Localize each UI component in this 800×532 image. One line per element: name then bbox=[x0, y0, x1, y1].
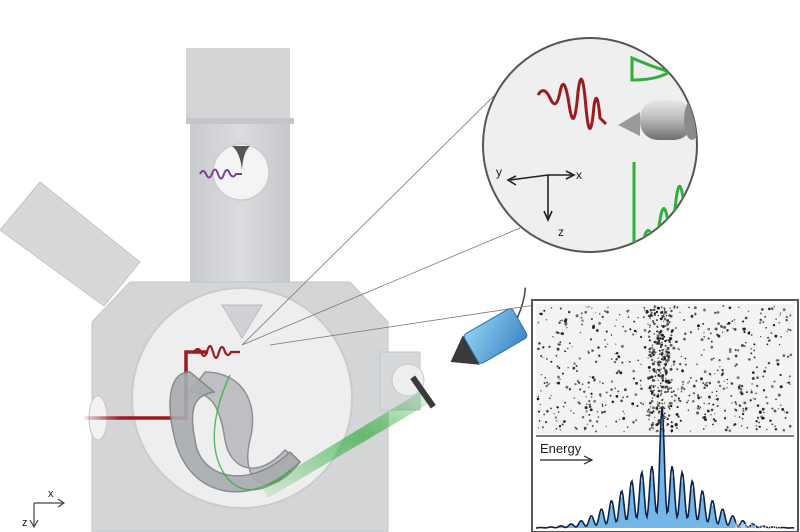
spectrum-line bbox=[536, 407, 794, 529]
zoom-line-upper bbox=[241, 79, 511, 346]
vacuum-chamber bbox=[0, 48, 425, 532]
electron-beam-diagonal bbox=[262, 392, 428, 498]
spectrum-fill bbox=[536, 426, 794, 528]
zoom-laser-pulse bbox=[536, 77, 608, 130]
zoom-axis-x-label: x bbox=[576, 168, 582, 182]
laser-pulse-wave bbox=[193, 344, 240, 360]
uv-pulse-wave bbox=[199, 168, 242, 180]
corner-axis-z-label: z bbox=[22, 517, 28, 529]
zoom-line-to-plot bbox=[269, 304, 536, 346]
narrow-spectrum-curve bbox=[630, 55, 697, 82]
extractor-cone bbox=[221, 304, 263, 339]
watermark: ElecTRonic bbox=[735, 521, 782, 531]
zoom-circle bbox=[482, 37, 698, 253]
energy-spectrum bbox=[536, 407, 794, 529]
electron-gun-tip-icon bbox=[232, 146, 250, 170]
detector-panel: Energy ElecTRonic bbox=[531, 299, 799, 532]
camera-detector-icon bbox=[450, 287, 528, 365]
zoom-axis-z-label: z bbox=[558, 225, 564, 239]
zoom-line-lower bbox=[241, 227, 521, 346]
zoom-inset: y x z bbox=[482, 37, 698, 253]
energy-axis-label: Energy bbox=[540, 441, 582, 456]
corner-axis-x-label: x bbox=[48, 488, 54, 500]
column-top-cap bbox=[186, 48, 290, 122]
phosphor-screen-icon bbox=[410, 375, 436, 409]
side-port-arm bbox=[0, 181, 141, 307]
zoom-axis-y-label: y bbox=[496, 165, 502, 179]
optical-window-icon bbox=[391, 363, 425, 397]
detector-speckles bbox=[536, 304, 792, 433]
zoom-axis-triad bbox=[506, 170, 576, 222]
spectrometer-tube-left bbox=[169, 371, 302, 493]
corner-axis-triad bbox=[29, 498, 66, 529]
